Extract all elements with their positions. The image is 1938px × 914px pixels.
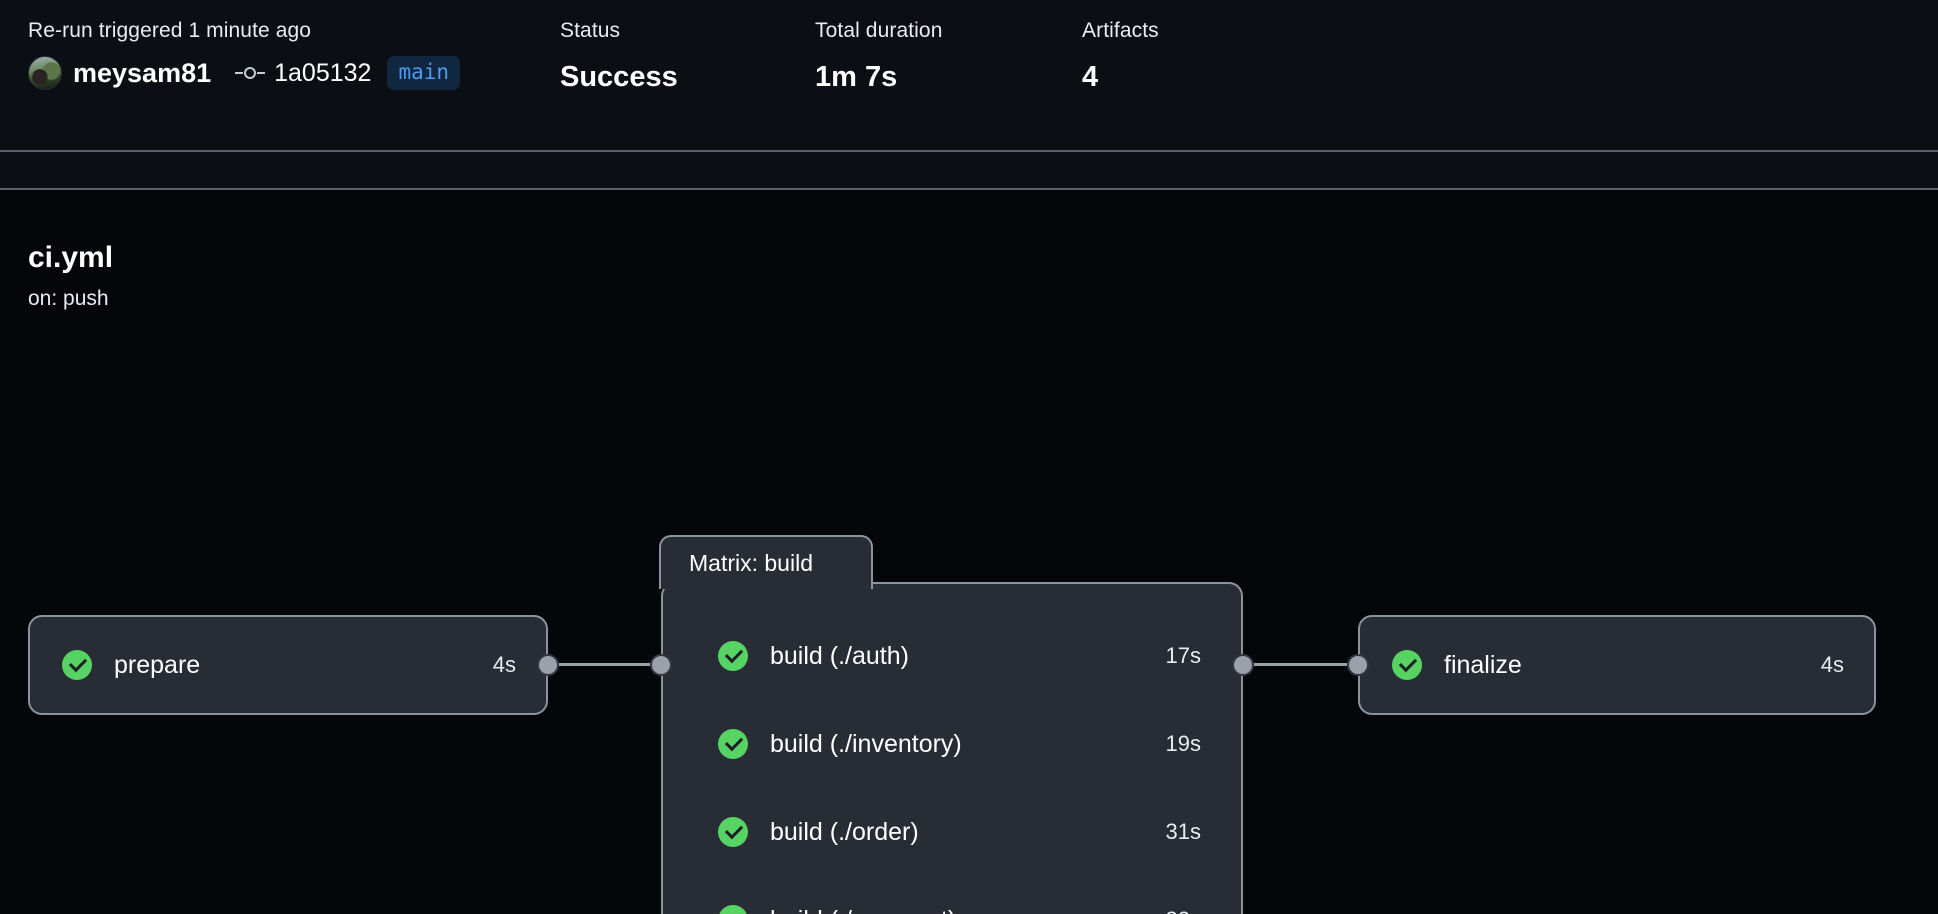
matrix-job-name: build (./order) [770, 818, 919, 846]
matrix-job-name: build (./auth) [770, 642, 909, 670]
matrix-job-row[interactable]: build (./payment) 32s [661, 876, 1243, 914]
artifacts-value: 4 [1082, 61, 1099, 93]
matrix-job-row[interactable]: build (./inventory) 19s [661, 700, 1243, 788]
handle-finalize-input[interactable] [1347, 654, 1369, 676]
job-duration-prepare: 4s [492, 652, 516, 677]
matrix-group-title: Matrix: build [689, 550, 813, 576]
matrix-job-duration: 19s [1165, 731, 1201, 756]
duration-label: Total duration [815, 19, 943, 42]
header-gap-band [0, 152, 1938, 188]
handle-prepare-output[interactable] [537, 654, 559, 676]
edge-prepare-to-matrix [555, 663, 653, 666]
status-label: Status [560, 19, 621, 42]
check-circle-icon [718, 817, 748, 847]
matrix-group-container[interactable] [661, 582, 1243, 914]
rerun-column: Re-run triggered 1 minute ago meysam81 1… [28, 18, 461, 90]
workflow-file-title: ci.yml [28, 241, 114, 274]
job-name-finalize: finalize [1444, 651, 1522, 679]
matrix-job-row[interactable]: build (./order) 31s [661, 788, 1243, 876]
rerun-label: Re-run triggered 1 minute ago [28, 19, 312, 42]
matrix-job-list: build (./auth) 17s build (./inventory) 1… [661, 582, 1243, 914]
check-circle-icon [1392, 650, 1422, 680]
workflow-graph: ci.yml on: push prepare 4s Matrix: build… [0, 190, 1938, 914]
branch-chip[interactable]: main [387, 56, 461, 90]
actor-row: meysam81 1a05132 main [28, 56, 461, 90]
job-node-finalize[interactable]: finalize 4s [1358, 615, 1876, 715]
commit-sha[interactable]: 1a05132 [274, 59, 372, 87]
artifacts-column: Artifacts 4 [1082, 18, 1159, 94]
divider-bottom [0, 188, 1938, 190]
commit-dot [244, 67, 257, 79]
job-duration-finalize: 4s [1820, 652, 1844, 677]
status-column: Status Success [560, 18, 678, 94]
run-summary-header: Re-run triggered 1 minute ago meysam81 1… [0, 0, 1938, 150]
commit-icon [235, 66, 266, 80]
matrix-job-row[interactable]: build (./auth) 17s [661, 612, 1243, 700]
edge-matrix-to-finalize [1250, 663, 1350, 666]
artifacts-label: Artifacts [1082, 19, 1159, 42]
actor-username[interactable]: meysam81 [73, 58, 212, 88]
check-circle-icon [718, 641, 748, 671]
job-node-prepare[interactable]: prepare 4s [28, 615, 548, 715]
duration-column: Total duration 1m 7s [815, 18, 942, 94]
matrix-job-duration: 17s [1165, 643, 1201, 668]
check-circle-icon [718, 729, 748, 759]
matrix-job-name: build (./payment) [770, 905, 956, 914]
user-avatar-icon[interactable] [28, 56, 62, 90]
matrix-job-duration: 32s [1166, 907, 1201, 914]
handle-matrix-input[interactable] [650, 654, 672, 676]
check-circle-icon [62, 650, 92, 680]
handle-matrix-output[interactable] [1232, 654, 1254, 676]
check-circle-icon [718, 905, 748, 914]
job-name-prepare: prepare [114, 651, 201, 679]
matrix-tab-seam [663, 580, 869, 586]
matrix-job-duration: 31s [1165, 819, 1201, 844]
duration-value: 1m 7s [815, 61, 898, 93]
divider-top [0, 150, 1938, 152]
matrix-job-name: build (./inventory) [770, 730, 962, 758]
status-value: Success [560, 61, 678, 93]
workflow-trigger: on: push [28, 287, 109, 310]
